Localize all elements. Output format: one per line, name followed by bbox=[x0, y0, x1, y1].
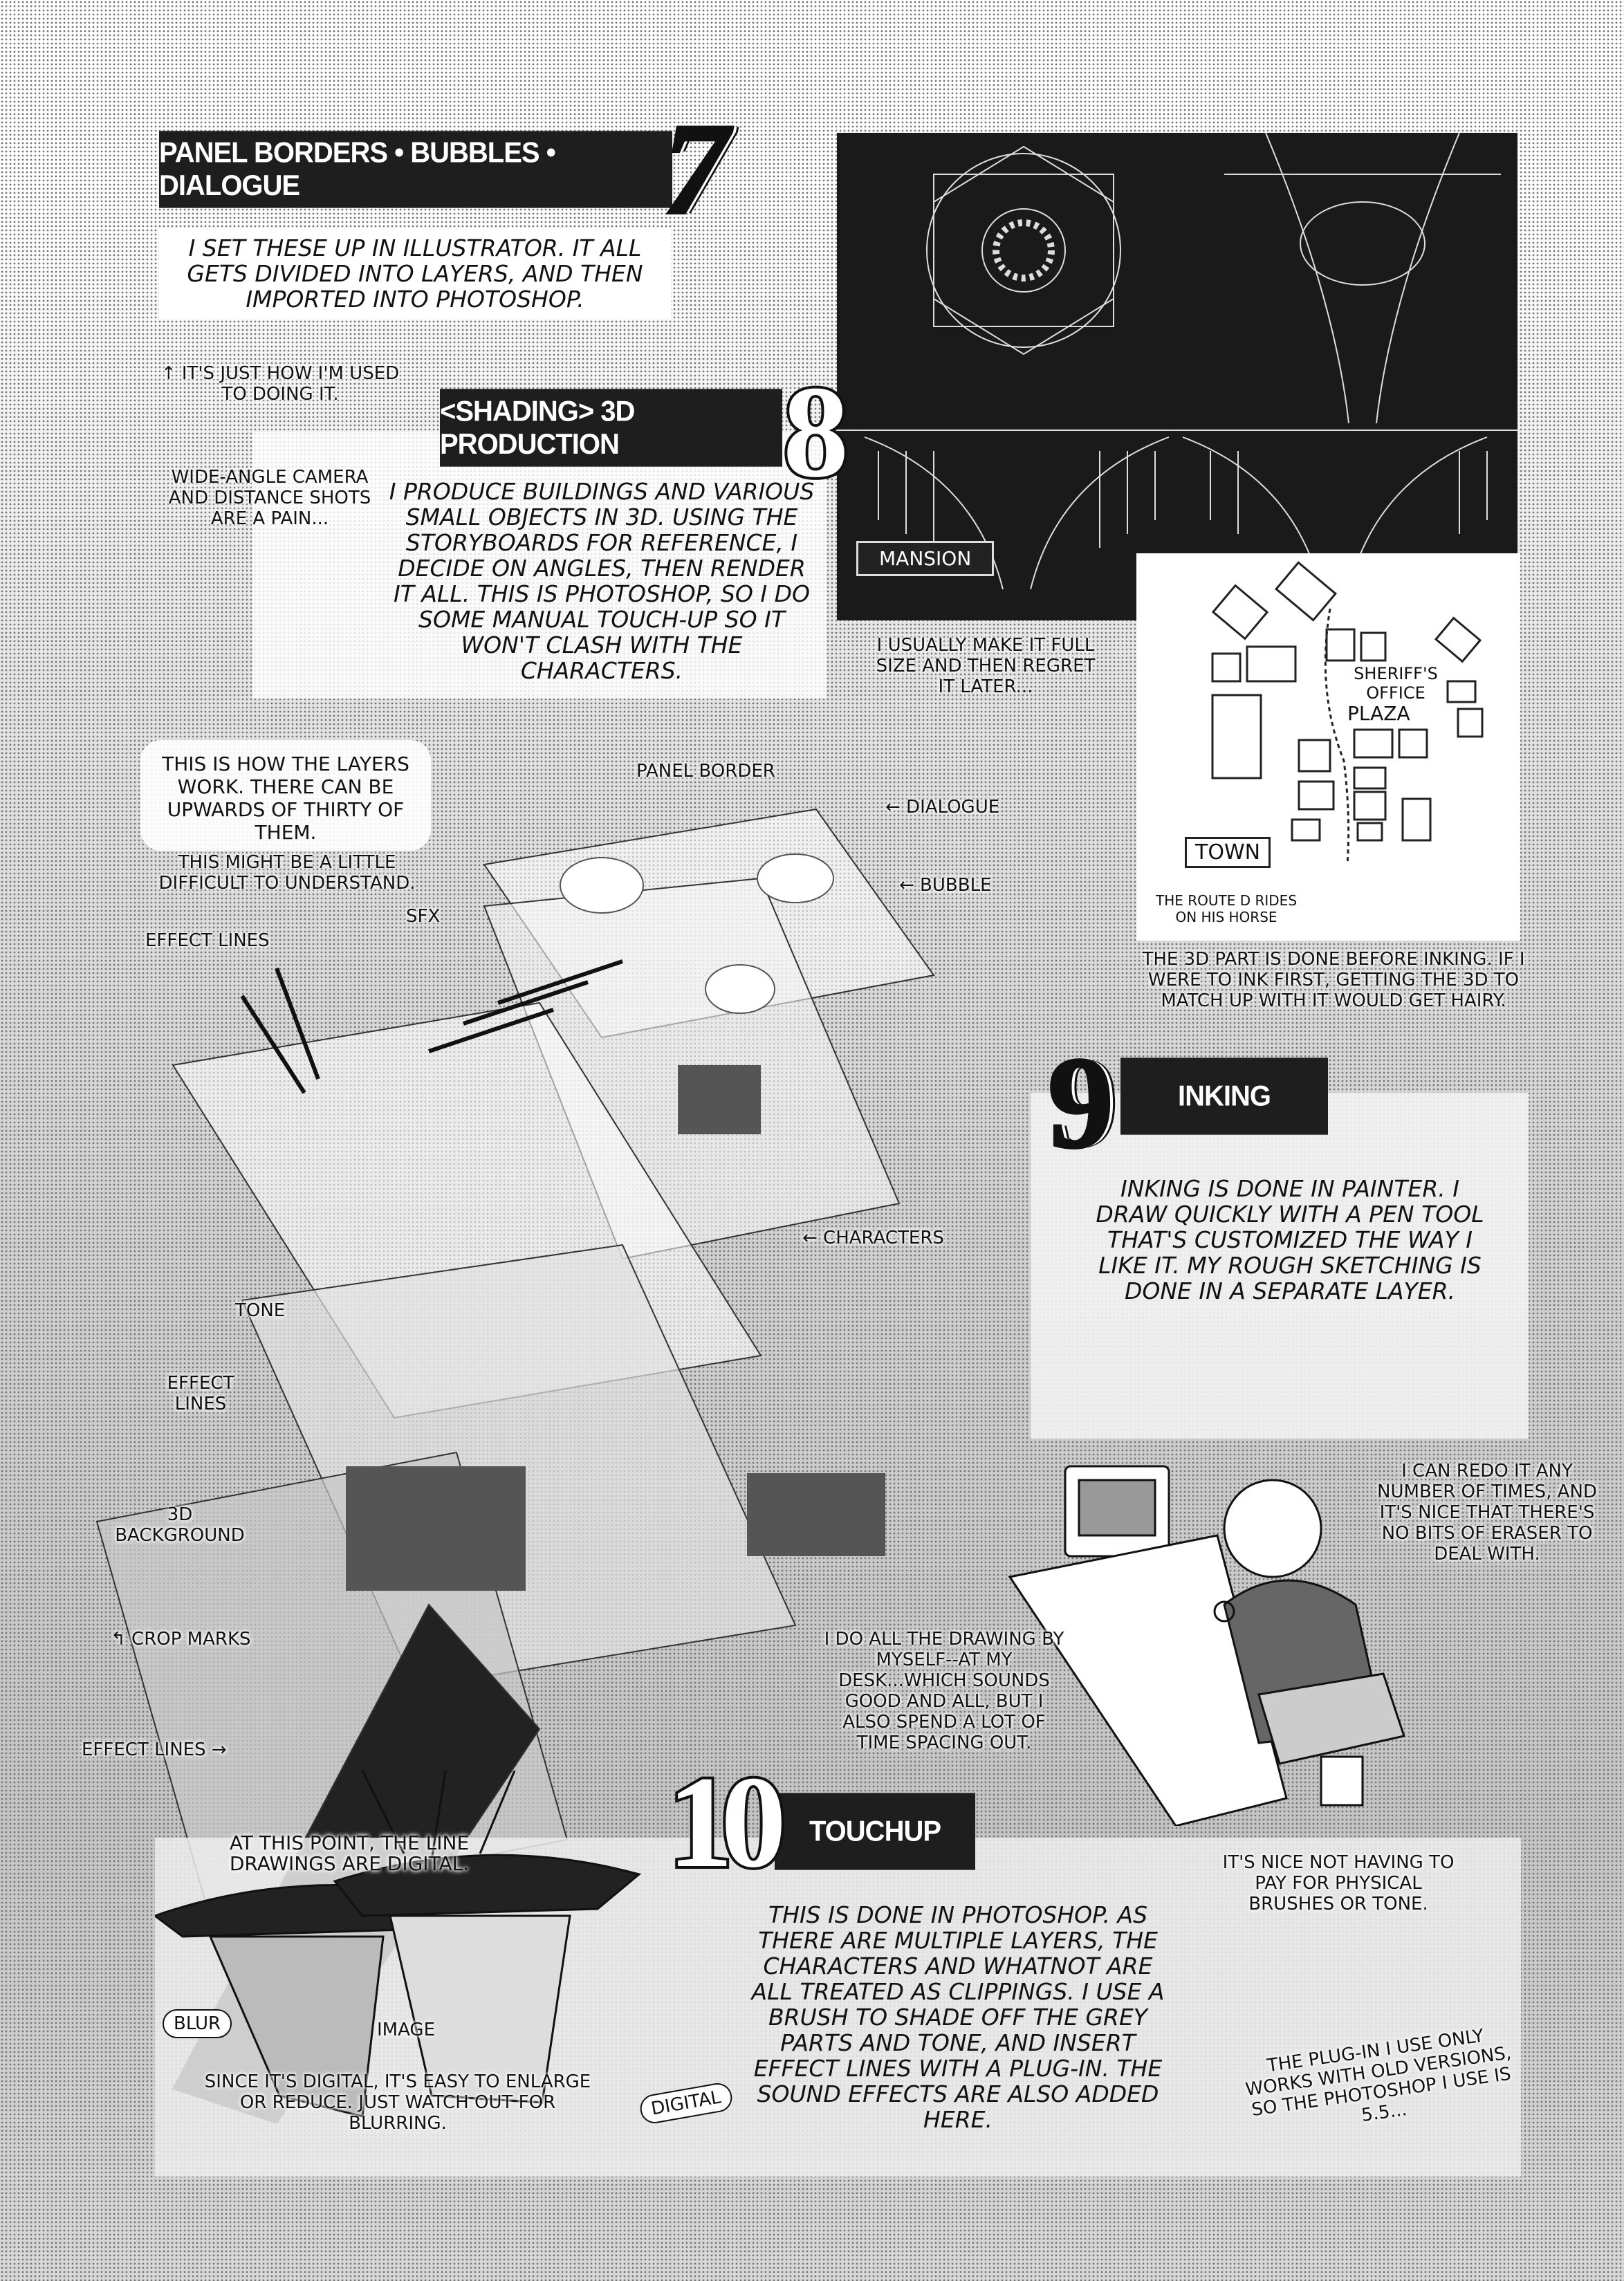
section-10-body: THIS IS DONE IN PHOTOSHOP. AS THERE ARE … bbox=[751, 1901, 1165, 2133]
3d-render-image: MANSION bbox=[837, 132, 1517, 620]
section-7-header: PANEL BORDERS • BUBBLES • DIALOGUE bbox=[159, 131, 672, 208]
map-town-label: TOWN bbox=[1185, 837, 1271, 868]
section-10-title: TOUCHUP bbox=[809, 1815, 941, 1847]
cowboy-comparison-illustration bbox=[155, 1771, 642, 2118]
section-9-header: INKING bbox=[1120, 1058, 1328, 1135]
section-8-header: <SHADING> 3D PRODUCTION bbox=[440, 389, 782, 467]
3d-render-graphic bbox=[837, 132, 1517, 590]
section-10-number: 10 bbox=[665, 1750, 789, 1895]
label-dialogue: ← DIALOGUE bbox=[885, 797, 1000, 818]
label-bubble: ← BUBBLE bbox=[899, 875, 992, 896]
desk-note: I DO ALL THE DRAWING BY MYSELF--AT MY DE… bbox=[824, 1629, 1064, 1753]
label-crop-marks: ↰ CROP MARKS bbox=[111, 1629, 251, 1650]
label-effect-lines-1: EFFECT LINES bbox=[145, 930, 270, 951]
cost-note: IT'S NICE NOT HAVING TO PAY FOR PHYSICAL… bbox=[1222, 1852, 1455, 1914]
section-8-note: WIDE-ANGLE CAMERA AND DISTANCE SHOTS ARE… bbox=[168, 467, 371, 529]
section-8-number: 8 bbox=[780, 360, 851, 505]
image-label: IMAGE bbox=[377, 2020, 436, 2040]
section-10-header: TOUCHUP bbox=[775, 1793, 975, 1870]
section-7-note: ↑ IT'S JUST HOW I'M USED TO DOING IT. bbox=[160, 363, 400, 405]
layers-callout-bg bbox=[140, 740, 431, 851]
artist-at-desk-illustration bbox=[1008, 1465, 1405, 1826]
map-route-label: THE ROUTE D RIDES ON HIS HORSE bbox=[1155, 892, 1298, 925]
section-7-title: PANEL BORDERS • BUBBLES • DIALOGUE bbox=[159, 136, 556, 202]
map-sheriff-label: SHERIFF'S OFFICE bbox=[1354, 664, 1438, 703]
section-9-body: INKING IS DONE IN PAINTER. I DRAW QUICKL… bbox=[1096, 1175, 1484, 1304]
mansion-label: MANSION bbox=[856, 541, 995, 576]
label-effect-lines-3: EFFECT LINES → bbox=[82, 1739, 227, 1760]
section-9-panel bbox=[1031, 1093, 1529, 1439]
digital-note: AT THIS POINT, THE LINE DRAWINGS ARE DIG… bbox=[229, 1831, 470, 1875]
section-7-number: 7 bbox=[661, 97, 730, 242]
town-map: SHERIFF'S OFFICE PLAZA TOWN THE ROUTE D … bbox=[1136, 553, 1520, 941]
blur-label: BLUR bbox=[163, 2009, 232, 2038]
layers-aside: THIS MIGHT BE A LITTLE DIFFICULT TO UNDE… bbox=[158, 852, 416, 894]
section-8-panel bbox=[252, 432, 827, 699]
label-3d-background: 3D BACKGROUND bbox=[115, 1504, 245, 1546]
enlarge-note: SINCE IT'S DIGITAL, IT'S EASY TO ENLARGE… bbox=[204, 2071, 591, 2134]
label-tone: TONE bbox=[235, 1300, 286, 1321]
layers-intro: THIS IS HOW THE LAYERS WORK. THERE CAN B… bbox=[162, 752, 409, 844]
map-note: THE 3D PART IS DONE BEFORE INKING. IF I … bbox=[1142, 949, 1525, 1011]
map-plaza-label: PLAZA bbox=[1347, 702, 1410, 725]
section-9-title: INKING bbox=[1178, 1080, 1271, 1112]
label-characters: ← CHARACTERS bbox=[802, 1228, 944, 1248]
label-sfx: SFX bbox=[406, 906, 441, 927]
section-9-number: 9 bbox=[1046, 1031, 1115, 1176]
section-8-body: I PRODUCE BUILDINGS AND VARIOUS SMALL OB… bbox=[389, 478, 815, 684]
town-map-graphic bbox=[1211, 561, 1484, 865]
section-8-title: <SHADING> 3D PRODUCTION bbox=[440, 395, 635, 460]
label-panel-border: PANEL BORDER bbox=[636, 761, 775, 782]
label-effect-lines-2: EFFECT LINES bbox=[167, 1373, 234, 1414]
redo-note: I CAN REDO IT ANY NUMBER OF TIMES, AND I… bbox=[1377, 1461, 1597, 1564]
section-7-body: I SET THESE UP IN ILLUSTRATOR. IT ALL GE… bbox=[159, 228, 671, 319]
render-note: I USUALLY MAKE IT FULL SIZE AND THEN REG… bbox=[876, 635, 1096, 697]
